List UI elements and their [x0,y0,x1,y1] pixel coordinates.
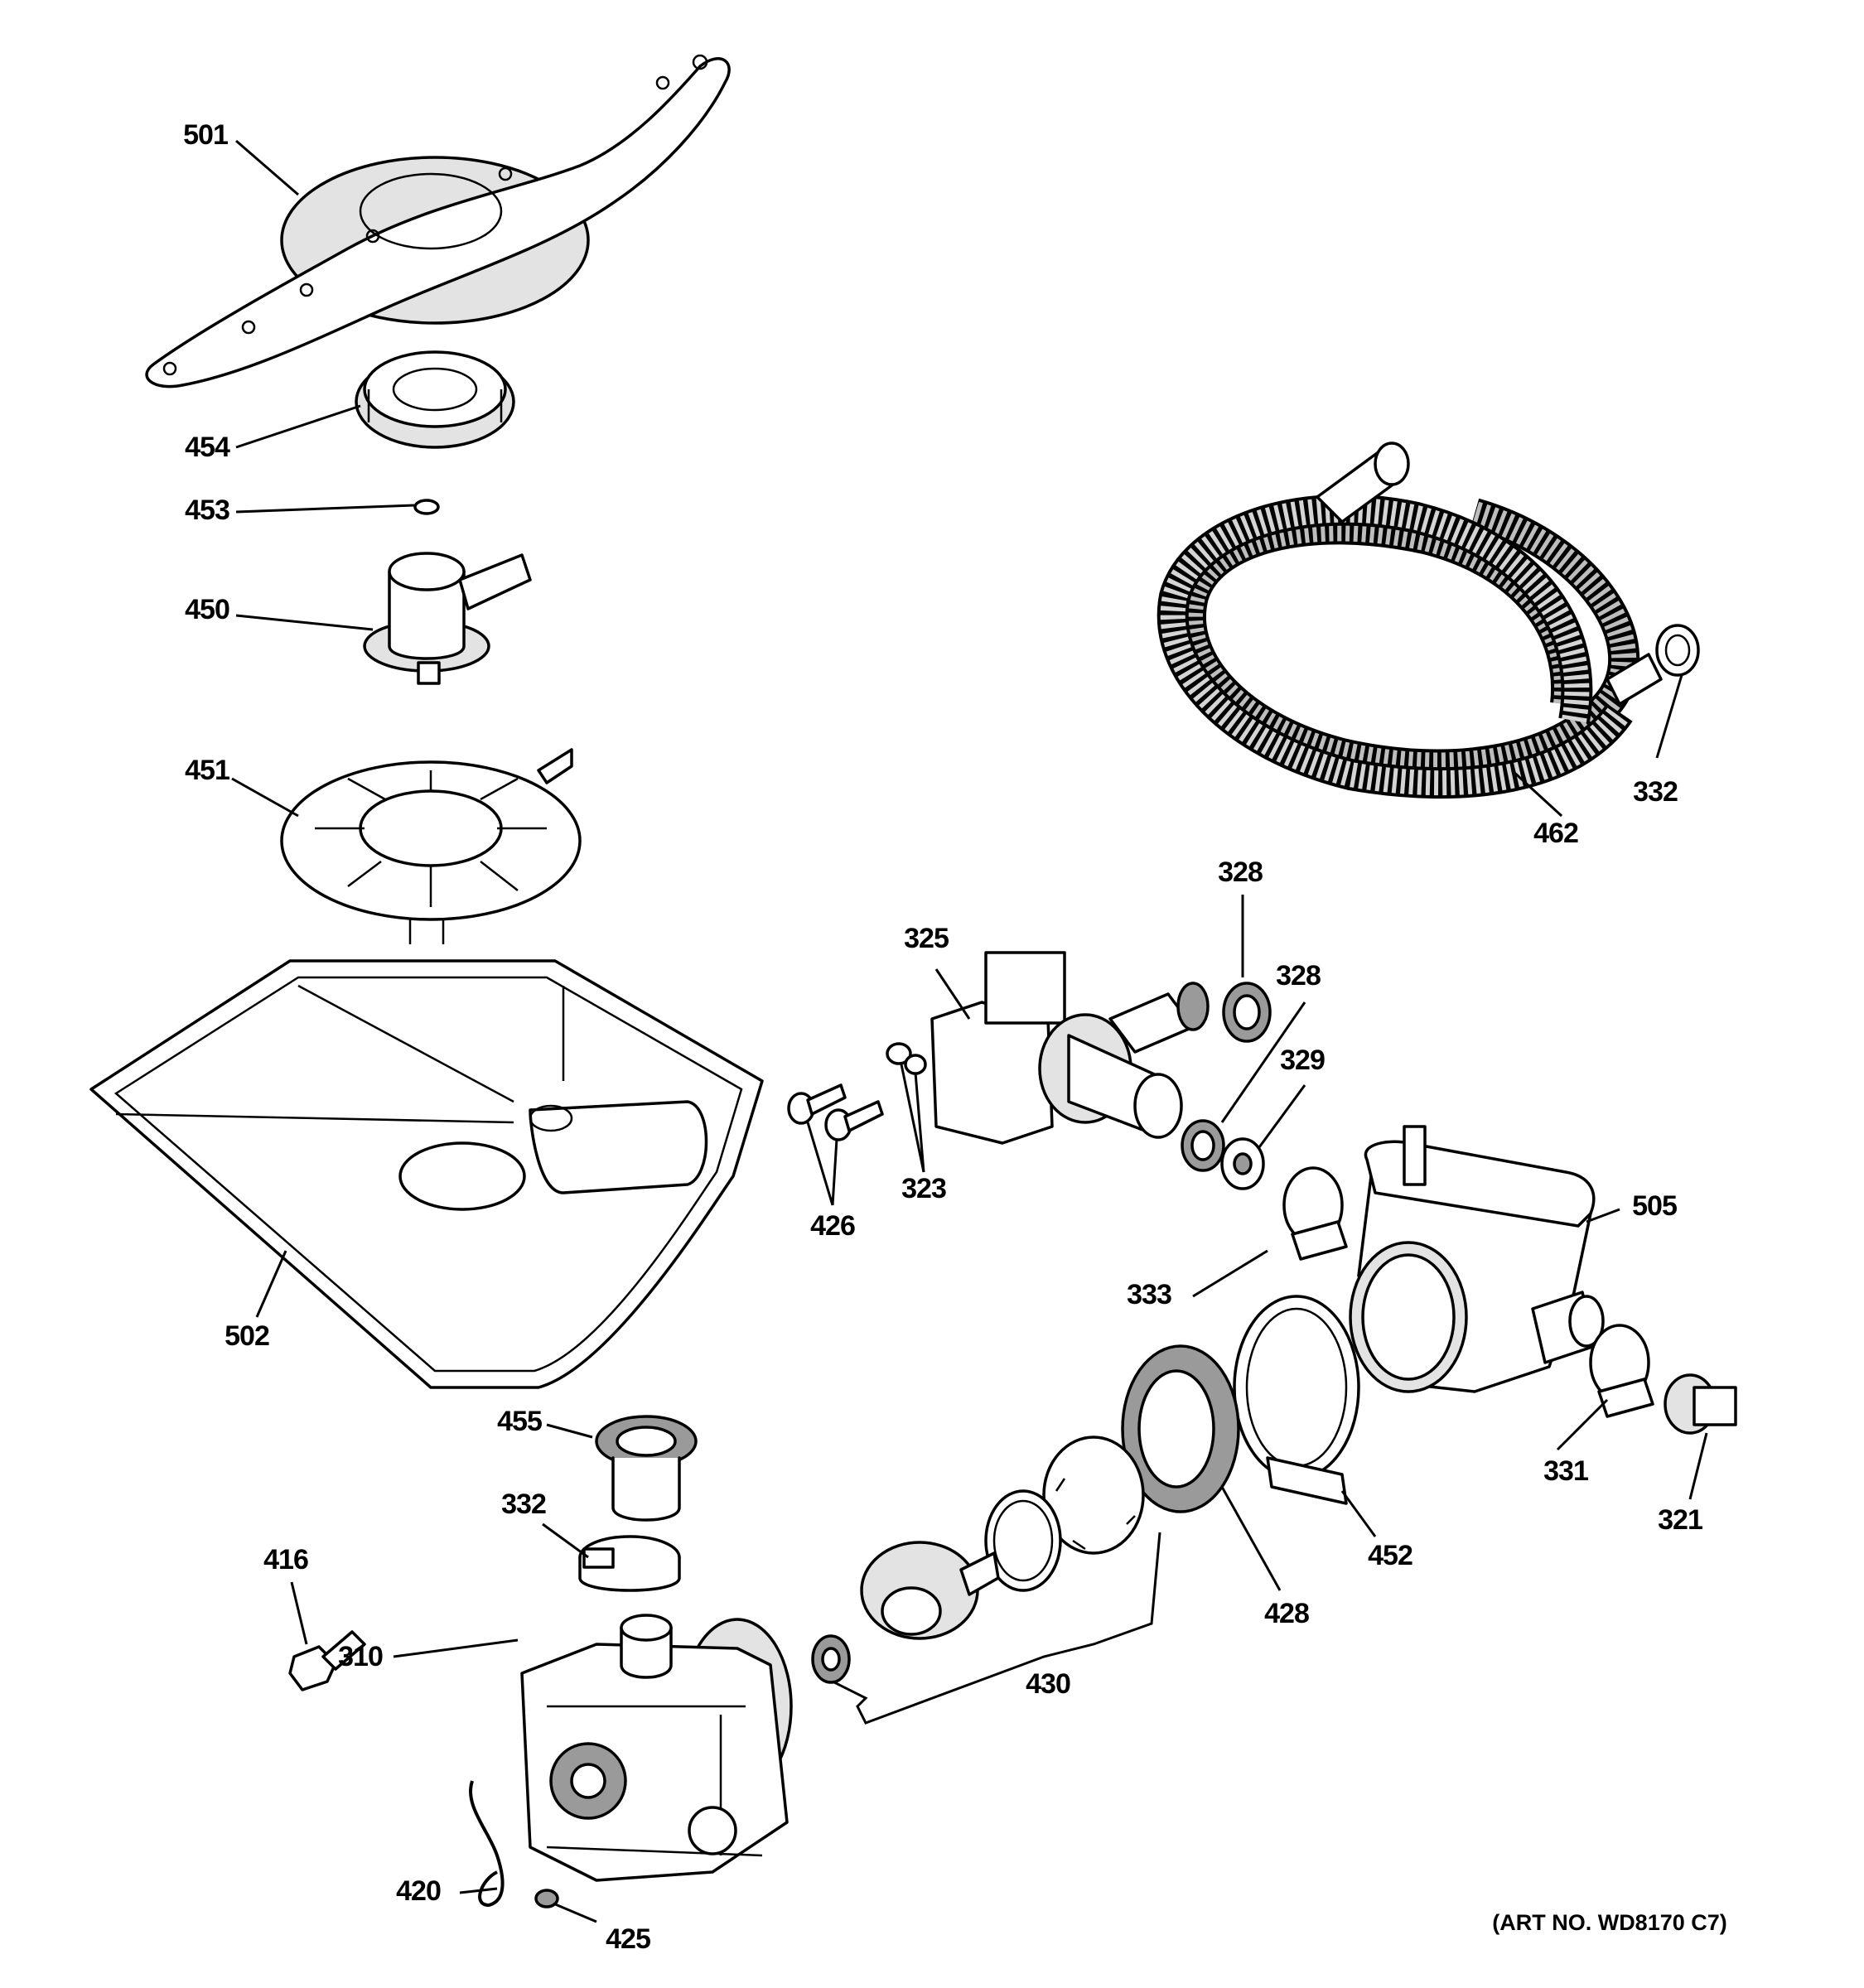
label-332-upper: 332 [1633,776,1678,808]
part-451-filter[interactable] [280,748,582,944]
label-420: 420 [396,1875,441,1907]
label-426: 426 [810,1210,855,1242]
label-454: 454 [185,432,230,463]
label-329: 329 [1280,1045,1325,1076]
label-501: 501 [183,119,228,151]
label-328-lower: 328 [1276,960,1321,992]
label-505: 505 [1632,1190,1677,1222]
label-325: 325 [904,923,949,954]
label-452: 452 [1368,1540,1412,1571]
part-325-drain-pump[interactable] [930,951,1210,1145]
part-333-clamp[interactable] [1282,1166,1348,1261]
part-332-clamp-lower[interactable] [578,1535,681,1592]
label-332-lower: 332 [501,1489,546,1520]
label-453: 453 [185,495,229,526]
part-430-impeller-assembly[interactable] [811,1436,1145,1684]
part-426-screws[interactable] [787,1083,884,1141]
label-455: 455 [497,1406,542,1437]
part-502-sump-tray[interactable] [89,959,764,1389]
label-430: 430 [1026,1668,1070,1700]
part-501-spray-arm[interactable] [145,54,731,388]
part-450-manifold[interactable] [363,552,532,685]
label-323: 323 [901,1173,946,1204]
label-450: 450 [185,594,229,625]
label-425: 425 [606,1923,650,1955]
label-462: 462 [1533,818,1578,849]
part-428-seal[interactable] [1121,1344,1240,1513]
label-321: 321 [1658,1504,1702,1536]
leader-lines [231,139,1708,1923]
label-416: 416 [263,1544,308,1575]
label-331: 331 [1543,1455,1588,1487]
label-310: 310 [338,1641,383,1672]
part-452-clamp[interactable] [1233,1295,1360,1505]
part-455-seal[interactable] [595,1415,698,1522]
part-453-o-ring[interactable] [413,499,440,515]
part-454-hub[interactable] [355,350,515,449]
part-425-nut[interactable] [534,1889,559,1908]
part-505-sump-housing[interactable] [1349,1125,1605,1393]
part-331-clamp[interactable] [1589,1324,1654,1418]
part-328-seal-lower[interactable] [1181,1119,1225,1172]
label-451: 451 [185,755,229,786]
callout-labels: 501 454 453 450 451 502 455 332 416 310 … [183,119,1703,1955]
label-502: 502 [225,1320,269,1352]
label-333: 333 [1127,1279,1171,1310]
part-462-drain-hose[interactable] [1157,442,1663,799]
part-321-sensor[interactable] [1664,1373,1737,1435]
part-329-cover[interactable] [1220,1137,1265,1190]
label-428: 428 [1264,1598,1309,1629]
art-number: (ART NO. WD8170 C7) [1492,1910,1727,1935]
part-420-wire-clip[interactable] [469,1780,505,1908]
part-416-bolt[interactable] [288,1630,366,1691]
part-332-clamp-upper[interactable] [1655,624,1700,677]
part-310-pump-motor[interactable] [520,1614,793,1882]
part-323-washers[interactable] [886,1042,927,1075]
part-328-seal-upper[interactable] [1222,982,1272,1043]
label-328-upper: 328 [1218,856,1263,888]
